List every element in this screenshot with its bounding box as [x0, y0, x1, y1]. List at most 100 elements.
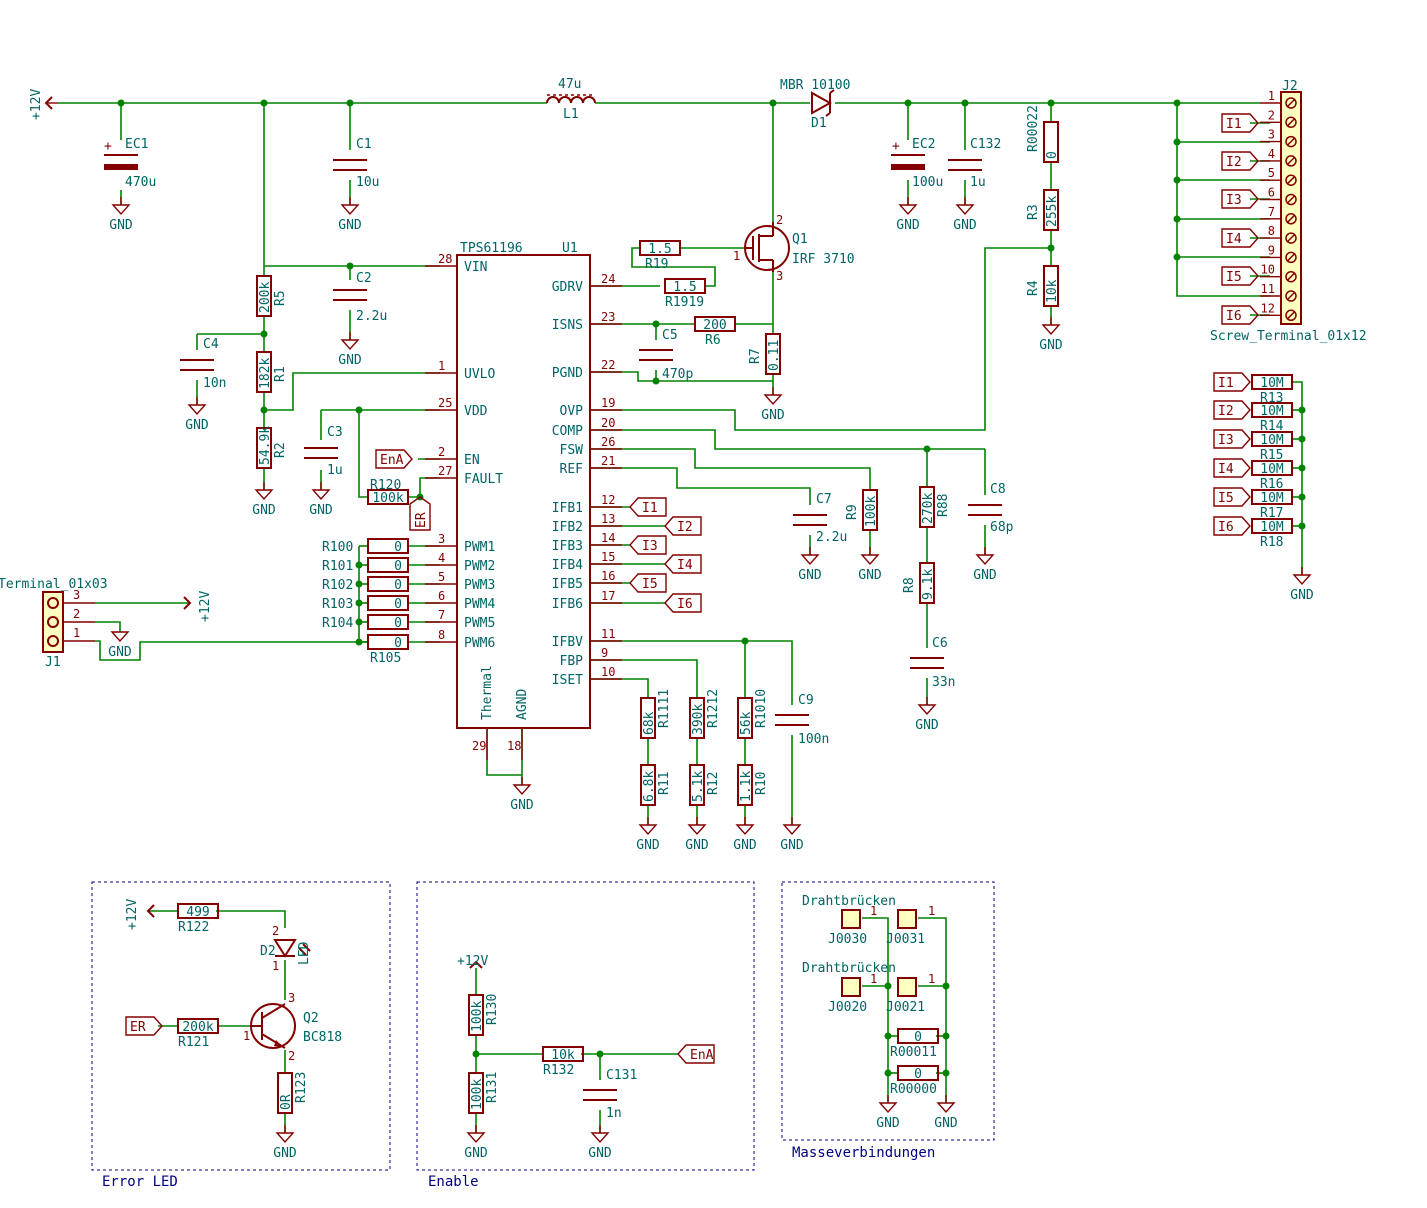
gnd-symbol: GND [876, 1095, 900, 1131]
svg-text:I5: I5 [1218, 491, 1234, 506]
svg-text:R103: R103 [322, 597, 353, 612]
svg-text:R122: R122 [178, 920, 209, 935]
svg-text:I2: I2 [677, 520, 693, 535]
svg-text:R00022: R00022 [1026, 105, 1041, 152]
svg-text:10M: 10M [1260, 376, 1284, 391]
svg-text:10M: 10M [1260, 520, 1284, 535]
svg-text:R9: R9 [845, 504, 860, 520]
j2-pin: 11 [1261, 282, 1275, 296]
svg-text:I5: I5 [1226, 270, 1242, 285]
ic-pin-name: PWM4 [464, 597, 495, 612]
ic-pin-name: PWM2 [464, 559, 495, 574]
resistor-r00022: 0 R00022 [1026, 105, 1060, 163]
svg-text:0: 0 [394, 616, 402, 631]
svg-text:0: 0 [1045, 151, 1060, 159]
svg-text:I2: I2 [1226, 155, 1242, 170]
svg-text:ER: ER [414, 512, 429, 528]
svg-text:1: 1 [870, 972, 877, 986]
svg-text:Enable: Enable [428, 1174, 479, 1190]
plus12v-input: +12V [29, 89, 58, 120]
svg-text:R130: R130 [485, 994, 500, 1025]
svg-text:C6: C6 [932, 636, 948, 651]
gnd-symbol: GND [780, 817, 804, 853]
svg-text:Masseverbindungen: Masseverbindungen [792, 1145, 935, 1161]
svg-text:R101: R101 [322, 559, 353, 574]
svg-text:I3: I3 [1226, 193, 1242, 208]
svg-text:47u: 47u [558, 77, 581, 92]
svg-text:10M: 10M [1260, 404, 1284, 419]
gnd-symbol: GND [510, 777, 534, 813]
svg-text:I6: I6 [1226, 309, 1242, 324]
svg-text:I6: I6 [1218, 520, 1234, 535]
svg-text:GND: GND [1039, 338, 1063, 353]
ic-pin-num: 6 [438, 589, 445, 603]
svg-text:C2: C2 [356, 271, 372, 286]
svg-text:GND: GND [309, 503, 333, 518]
svg-text:470u: 470u [125, 175, 156, 190]
ic-pin-name: ISNS [552, 318, 583, 333]
gnd-symbol: GND [858, 547, 882, 583]
ic-pin-name: FAULT [464, 472, 503, 487]
svg-text:R10: R10 [754, 772, 769, 795]
svg-text:GND: GND [876, 1116, 900, 1131]
net-label: ER [125, 1016, 163, 1036]
mosfet-q1: 123 Q1 IRF 3710 [733, 213, 855, 283]
svg-text:54.9k: 54.9k [258, 426, 273, 465]
svg-text:C5: C5 [662, 328, 678, 343]
svg-text:C7: C7 [816, 492, 832, 507]
svg-text:EC1: EC1 [125, 137, 148, 152]
svg-text:1: 1 [733, 249, 740, 263]
svg-text:+12V: +12V [125, 899, 140, 930]
ic-pin-name: IFB4 [552, 558, 583, 573]
svg-text:R16: R16 [1260, 477, 1283, 492]
net-label: I5 [1221, 266, 1259, 286]
svg-text:1: 1 [870, 904, 877, 918]
svg-text:GND: GND [338, 353, 362, 368]
svg-text:I5: I5 [642, 577, 658, 592]
svg-text:3: 3 [776, 269, 783, 283]
j1-title: Terminal_01x03 [0, 577, 108, 592]
ic-pin-num: 21 [601, 454, 615, 468]
svg-text:R1212: R1212 [706, 689, 721, 728]
net-label: I2 [1221, 151, 1259, 171]
svg-text:C131: C131 [606, 1068, 637, 1083]
svg-text:56k: 56k [739, 711, 754, 735]
net-label: I4 [1221, 228, 1259, 248]
net-label: EnA [677, 1044, 715, 1064]
ic-pin-num: 8 [438, 628, 445, 642]
gnd-symbol: GND [973, 547, 997, 583]
svg-text:J0031: J0031 [886, 932, 925, 947]
svg-text:2: 2 [776, 213, 783, 227]
ic-pin-name: REF [560, 462, 584, 477]
gnd-symbol: GND [798, 547, 822, 583]
svg-text:255k: 255k [1045, 196, 1060, 227]
svg-text:R131: R131 [485, 1072, 500, 1103]
svg-text:5.1k: 5.1k [691, 771, 706, 802]
ic-pin-num: 2 [438, 445, 445, 459]
ic-pin-num: 29 [472, 739, 486, 753]
net-label: I6 [1221, 305, 1259, 325]
svg-text:R5: R5 [273, 290, 288, 306]
j2-pin: 7 [1268, 205, 1275, 219]
svg-text:GND: GND [761, 408, 785, 423]
ic-pin-num: 4 [438, 551, 445, 565]
svg-text:Drahtbrücken: Drahtbrücken [802, 894, 896, 909]
svg-text:R12: R12 [706, 772, 721, 795]
svg-text:R1010: R1010 [754, 689, 769, 728]
ic-pin-num: 23 [601, 310, 615, 324]
svg-text:R100: R100 [322, 540, 353, 555]
ic-pins: 28VIN1UVLO25VDD2EN27FAULT3PWM14PWM25PWM3… [425, 252, 622, 760]
svg-text:1: 1 [928, 904, 935, 918]
svg-text:C8: C8 [990, 482, 1006, 497]
